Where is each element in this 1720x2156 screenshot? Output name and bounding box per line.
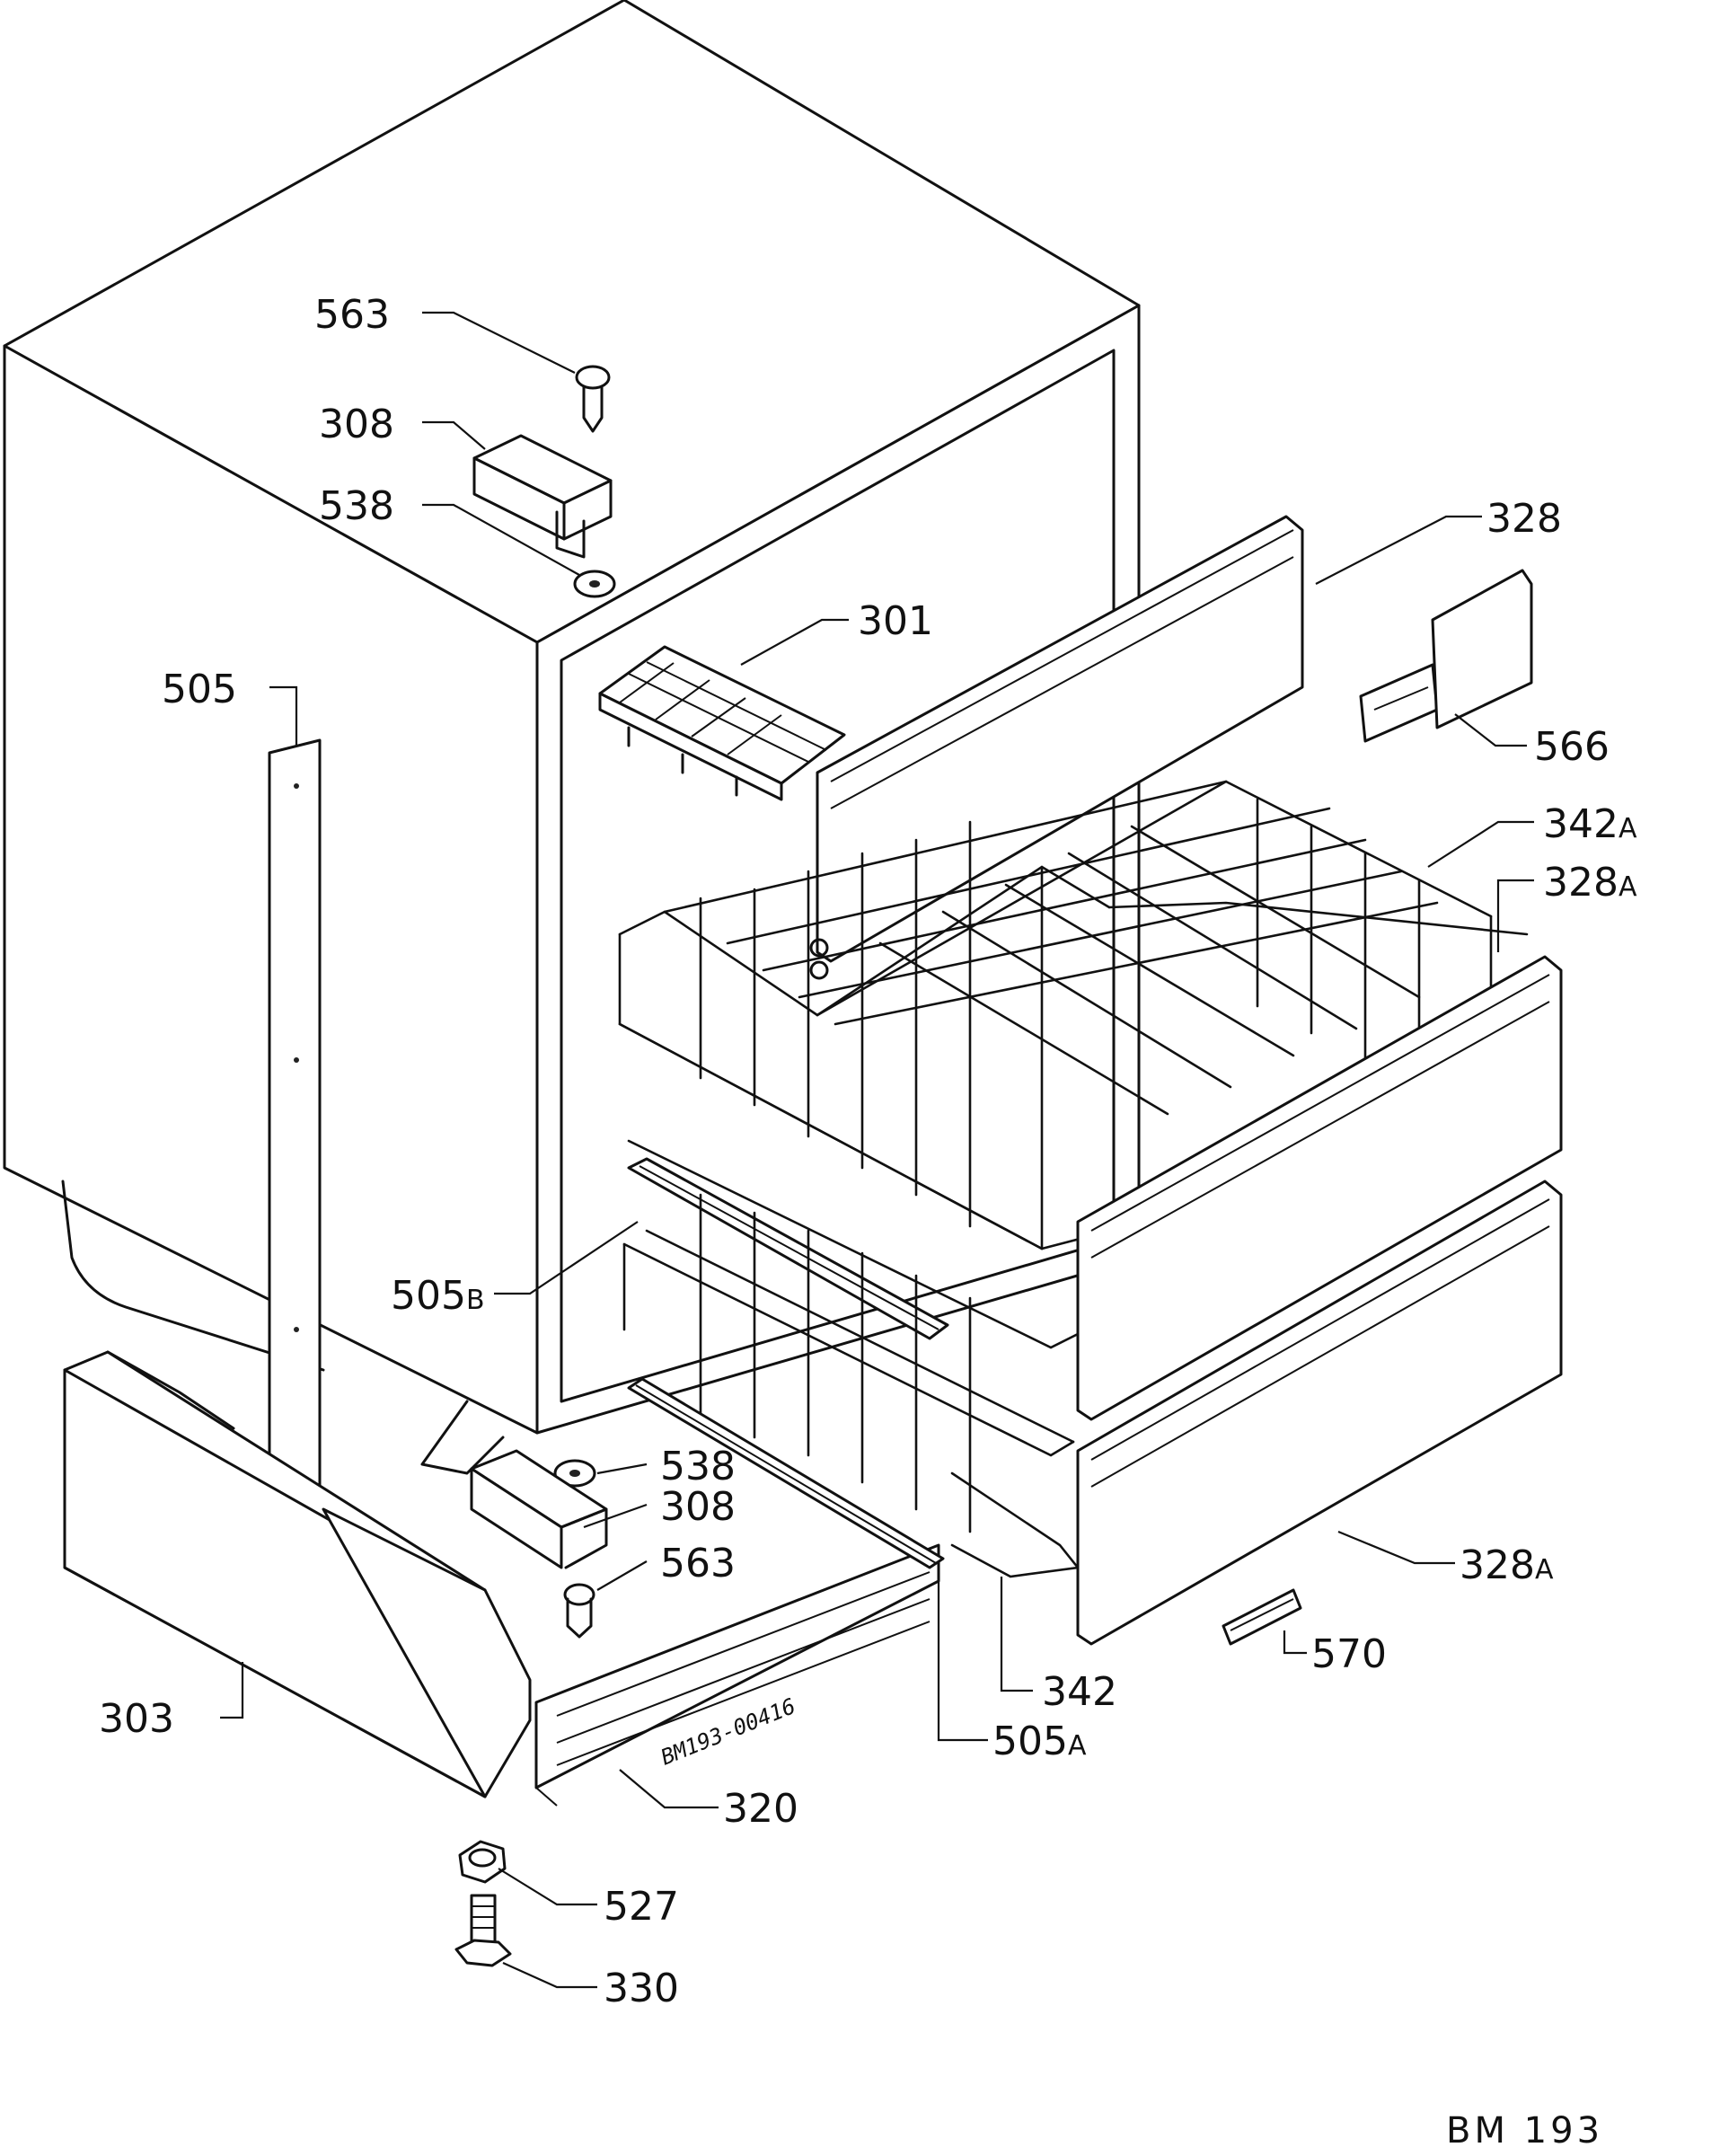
label-328a-top: 328A: [1543, 860, 1637, 906]
part-505b-rail: [627, 1157, 949, 1340]
label-570: 570: [1311, 1631, 1387, 1677]
label-303: 303: [99, 1696, 174, 1742]
label-342a: 342A: [1543, 801, 1637, 847]
part-563-top-screw: [575, 365, 611, 433]
label-328a-bottom: 328A: [1460, 1542, 1554, 1588]
part-328a-lower-front: [1076, 1180, 1563, 1646]
part-527-nut: [458, 1840, 507, 1884]
part-308-top-hinge: [472, 434, 613, 559]
label-566: 566: [1534, 724, 1610, 770]
part-308-bottom-hinge: [470, 1449, 608, 1569]
part-566-handle: [1359, 569, 1533, 743]
part-330-bolt: [454, 1894, 512, 1967]
part-301-ice-tray: [598, 645, 846, 801]
label-505b: 505B: [391, 1273, 485, 1319]
part-328a-upper-front: [1076, 955, 1563, 1421]
part-320-kick-strip: [534, 1543, 940, 1807]
part-538-bottom-washer: [553, 1459, 596, 1488]
label-505: 505: [162, 667, 237, 712]
label-563-bottom: 563: [660, 1541, 736, 1586]
leader-lines: [220, 311, 1534, 1989]
label-328: 328: [1486, 496, 1562, 542]
label-538-bottom: 538: [660, 1444, 736, 1489]
part-563-bottom-screw: [563, 1583, 595, 1639]
part-303-plinth: [63, 1350, 532, 1798]
part-570-clip: [1222, 1588, 1302, 1646]
part-505a-rail: [627, 1377, 945, 1569]
part-538-top-washer: [573, 570, 616, 598]
diagram-code: BM 193: [1446, 2110, 1603, 2152]
label-505a: 505A: [992, 1719, 1087, 1764]
label-563-top: 563: [314, 292, 390, 338]
part-328-panel: [809, 515, 1304, 980]
label-538-top: 538: [319, 483, 394, 529]
label-320: 320: [723, 1786, 798, 1832]
label-308-top: 308: [319, 402, 394, 447]
label-527: 527: [604, 1884, 679, 1930]
label-301: 301: [858, 598, 933, 644]
label-330: 330: [604, 1966, 679, 2011]
label-342: 342: [1042, 1669, 1117, 1715]
label-308-bottom: 308: [660, 1484, 736, 1530]
